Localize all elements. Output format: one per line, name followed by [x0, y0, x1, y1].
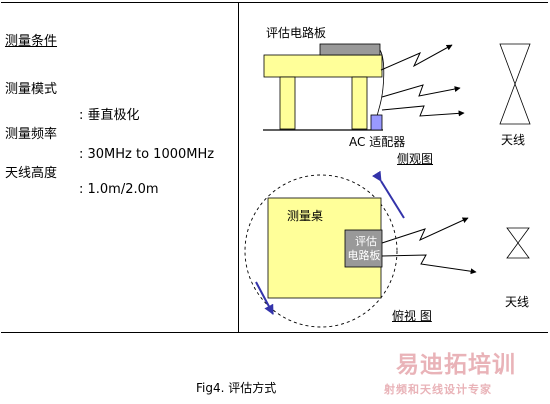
ac-adapter-icon	[370, 114, 383, 131]
frequency-label: 测量频率	[5, 127, 58, 142]
mode-label: 测量模式	[5, 82, 58, 97]
ac-adapter-label: AC 适配器	[349, 135, 406, 149]
antenna-height-label: 天线高度	[5, 166, 58, 181]
side-table-leg-left	[279, 76, 296, 130]
side-emission-arrow-bottom	[381, 105, 465, 117]
conditions-heading: 测量条件	[5, 34, 58, 49]
top-emission-arrow-lower	[381, 254, 477, 275]
side-antenna-top-icon	[499, 43, 531, 86]
top-evaluation-board	[344, 229, 383, 268]
side-table-leg-right	[351, 76, 368, 130]
side-view-caption: 侧观图	[397, 152, 434, 166]
side-board-label: 评估电路板	[266, 26, 327, 40]
frequency-value: : 30MHz to 1000MHz	[79, 147, 215, 162]
watermark-tagline: 射频和天线设计专家	[384, 383, 492, 396]
rotation-arrow-top	[372, 170, 405, 219]
watermark-brand: 易迪拓培训	[396, 352, 516, 378]
side-cable	[376, 49, 385, 117]
mode-value: : 垂直极化	[79, 108, 140, 123]
top-view	[244, 170, 530, 328]
rotation-arrow-bottom	[255, 281, 274, 315]
top-board-label-line1: 评估	[355, 235, 377, 248]
turntable-circle	[244, 174, 398, 328]
antenna-height-value: : 1.0m/2.0m	[79, 182, 159, 197]
side-emission-arrow-middle	[381, 84, 461, 98]
top-emission-arrow-upper	[381, 217, 469, 244]
side-evaluation-board	[319, 43, 381, 56]
top-view-caption: 俯视 图	[392, 309, 432, 323]
top-antenna-label: 天线	[505, 295, 530, 309]
side-table-top	[263, 54, 383, 78]
side-emission-arrow-top	[380, 44, 453, 71]
top-board-label-line2: 电路板	[347, 249, 381, 262]
top-antenna-bottom-icon	[506, 242, 530, 259]
figure-frame	[1, 2, 548, 333]
side-view	[263, 43, 531, 131]
panel-divider	[238, 2, 239, 333]
side-antenna-bottom-icon	[499, 82, 531, 125]
measurement-table-label: 测量桌	[287, 209, 324, 223]
side-antenna-label: 天线	[501, 133, 526, 147]
figure-caption: Fig4. 评估方式	[196, 381, 277, 395]
top-antenna-top-icon	[506, 227, 530, 244]
